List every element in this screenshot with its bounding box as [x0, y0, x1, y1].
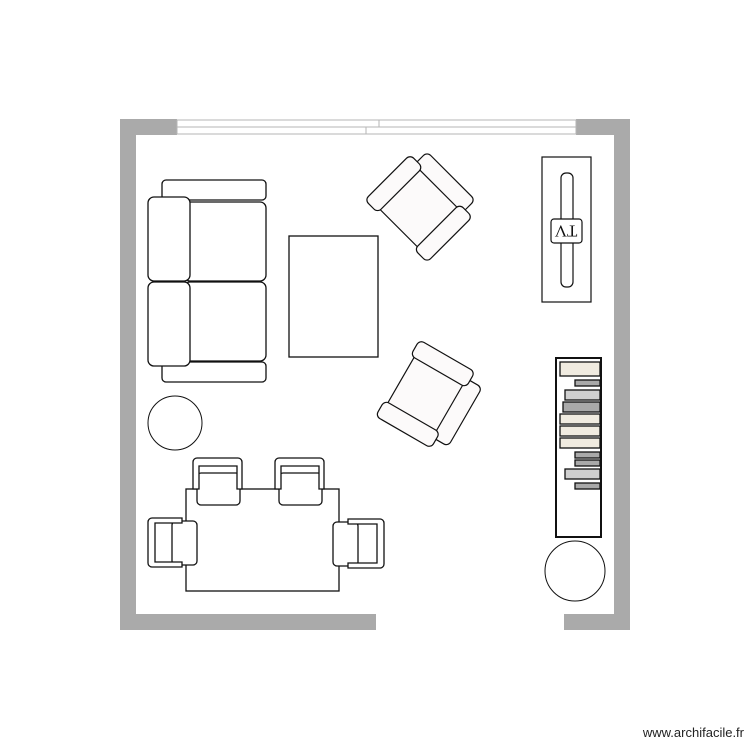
- tv-label: TV: [554, 222, 577, 241]
- walls: [120, 119, 630, 630]
- armchair-back: [433, 379, 481, 446]
- armchair-bottom[interactable]: [376, 340, 488, 455]
- armchair-arm-right: [376, 401, 439, 447]
- dining-set[interactable]: [147, 457, 385, 592]
- wall-bottom-right: [564, 614, 630, 630]
- book: [574, 482, 601, 490]
- round-table-left[interactable]: [147, 395, 203, 451]
- coffee-table[interactable]: [288, 235, 379, 358]
- book: [562, 401, 601, 413]
- armchair-top[interactable]: [365, 145, 482, 262]
- dining-chair-top-1: [192, 457, 243, 506]
- wall-left: [120, 119, 136, 630]
- armchair-arm-left: [366, 156, 422, 212]
- book: [574, 379, 601, 387]
- tv-label-box: [550, 218, 583, 244]
- sofa[interactable]: [147, 179, 267, 383]
- window: [176, 119, 577, 135]
- book: [574, 451, 601, 459]
- tv-unit[interactable]: TV: [541, 156, 592, 303]
- dining-chair-left: [147, 517, 198, 568]
- armchair-back: [415, 153, 474, 212]
- sofa-seat-2: [183, 281, 267, 362]
- book: [559, 361, 601, 377]
- sofa-back-bottom: [161, 361, 267, 383]
- book: [564, 468, 601, 480]
- wall-right: [614, 119, 630, 630]
- armchair-arm-right: [415, 205, 471, 261]
- sofa-cushion-2: [147, 281, 191, 367]
- dining-chair-right: [332, 518, 385, 569]
- watermark: www.archifacile.fr: [642, 725, 744, 740]
- dining-table: [185, 488, 340, 592]
- book: [574, 459, 601, 467]
- book: [559, 413, 601, 425]
- bookshelf[interactable]: [555, 357, 602, 538]
- round-table-right[interactable]: [544, 540, 606, 602]
- sofa-seat-1: [183, 201, 267, 282]
- wall-bottom-left: [120, 614, 376, 630]
- book: [564, 389, 601, 401]
- armchair-arm-left: [411, 341, 474, 387]
- sofa-back-top: [161, 179, 267, 201]
- dining-chair-top-2: [274, 457, 325, 506]
- sofa-cushion-1: [147, 196, 191, 282]
- book: [559, 425, 601, 437]
- book: [559, 437, 601, 449]
